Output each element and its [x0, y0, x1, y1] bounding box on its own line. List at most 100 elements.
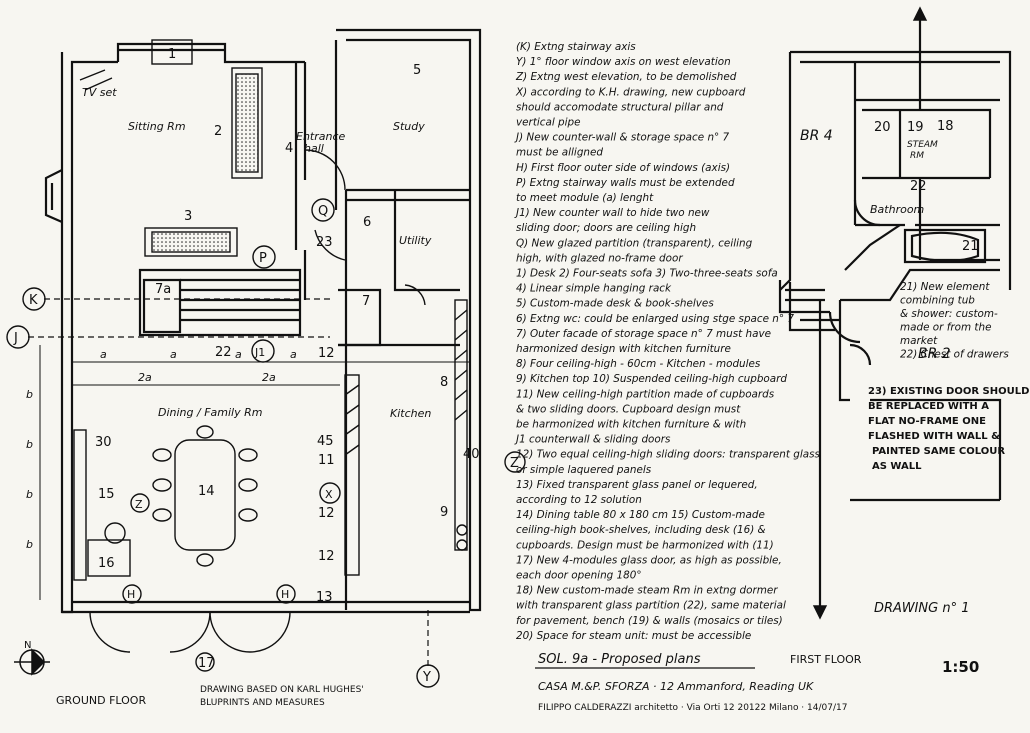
num-7: 7: [362, 294, 370, 309]
ground-floor-walls: [44, 28, 482, 614]
note-line: harmonized design with kitchen furniture: [516, 343, 731, 355]
note-line: for pavement, bench (19) & walls (mosaic…: [516, 615, 783, 627]
note-line: & two sliding doors. Cupboard design mus…: [516, 403, 741, 415]
axis-lines: [28, 298, 429, 668]
dimension-lines: [39, 345, 470, 600]
num-21: 21: [962, 239, 979, 254]
num-30: 30: [95, 435, 112, 450]
note-line: Z) Extng west elevation, to be demolishe…: [515, 71, 737, 83]
label-hall: hall: [304, 142, 324, 155]
label-br4: BR 4: [800, 128, 833, 144]
scale: 1:50: [942, 658, 979, 676]
num-15: 15: [98, 487, 115, 502]
num-12b: 12: [318, 506, 335, 521]
note-line: FLASHED WITH WALL &: [868, 431, 1000, 442]
num-11: 11: [318, 453, 335, 468]
note-line: BE REPLACED WITH A: [868, 401, 989, 412]
dim-a-2: a: [170, 348, 177, 361]
note-line: 12) Two equal ceiling-high sliding doors…: [516, 449, 821, 461]
num-45: 45: [317, 434, 334, 449]
address: CASA M.&P. SFORZA · 12 Ammanford, Readin…: [538, 680, 814, 693]
note-line: 14) Dining table 80 x 180 cm 15) Custom-…: [516, 509, 765, 521]
item-numbers: 1 2 3 4 5 6 7 7a 8 9 11 12 12 12 13 14 1…: [95, 47, 979, 671]
note-line: 17) New 4-modules glass door, as high as…: [516, 554, 782, 566]
note-line: ceiling-high book-shelves, including des…: [516, 524, 766, 536]
note-line: J) New counter-wall & storage space n° 7: [514, 132, 730, 144]
axis-p: P: [259, 251, 267, 266]
note-line: J1 counterwall & sliding doors: [514, 434, 671, 446]
axis-k: K: [29, 293, 38, 308]
dim-b-1: b: [26, 388, 33, 401]
note-line: J1) New counter wall to hide two new: [514, 207, 710, 219]
note-line: each door opening 180°: [516, 570, 642, 582]
based-on-line-2: BLUPRINTS AND MEASURES: [200, 698, 325, 708]
label-steam: STEAM: [907, 140, 938, 150]
note-line: 7) Outer facade of storage space n° 7 mu…: [516, 328, 771, 340]
architect-credit: FILIPPO CALDERAZZI architetto · Via Orti…: [538, 703, 847, 713]
num-23: 23: [316, 235, 333, 250]
note-line: 9) Kitchen top 10) Suspended ceiling-hig…: [516, 373, 787, 385]
axis-h-1: H: [127, 588, 135, 601]
note-line: should accomodate structural pillar and: [516, 101, 724, 113]
note-line: must be alligned: [516, 147, 603, 159]
notes-main: (K) Extng stairway axis Y) 1° floor windo…: [514, 41, 821, 642]
dim-b-2: b: [26, 438, 33, 451]
label-sitting-room: Sitting Rm: [128, 120, 186, 133]
axis-markers: [6, 198, 526, 688]
num-4: 4: [285, 141, 293, 156]
note-line: cupboards. Design must be harmonized wit…: [516, 539, 774, 551]
note-line: made or from the: [900, 322, 991, 334]
num-7a: 7a: [155, 282, 171, 297]
axis-h-2: H: [281, 588, 289, 601]
north-arrow: [14, 648, 50, 676]
north-label: N: [24, 640, 31, 651]
note-line: 18) New custom-made steam Rm in extng do…: [516, 585, 778, 597]
num-8: 8: [440, 375, 448, 390]
note-line: high, with glazed no-frame door: [516, 252, 683, 264]
num-2: 2: [214, 124, 222, 139]
sitting-furniture: [73, 39, 468, 653]
note-line: 8) Four ceiling-high - 60cm - Kitchen - …: [516, 358, 761, 370]
label-br2: BR 2: [918, 346, 951, 362]
first-floor-label: FIRST FLOOR: [790, 653, 862, 666]
title-block: DRAWING n° 1 1:50 SOL. 9a - Proposed pla…: [56, 601, 979, 713]
num-12c: 12: [318, 549, 335, 564]
label-utility: Utility: [399, 234, 432, 247]
dim-2a-2: 2a: [262, 371, 276, 384]
label-dining: Dining / Family Rm: [158, 406, 262, 419]
num-14: 14: [198, 484, 215, 499]
note-line: be harmonized with kitchen furniture & w…: [516, 419, 746, 431]
label-kitchen: Kitchen: [390, 407, 431, 420]
note-line: 21) New element: [900, 281, 990, 293]
note-line: 20) Space for steam unit: must be access…: [516, 630, 751, 642]
note-line: Q) New glazed partition (transparent), c…: [516, 237, 753, 249]
num-18: 18: [937, 119, 954, 134]
note-line: or simple laquered panels: [516, 464, 652, 476]
dim-a-4: a: [290, 348, 297, 361]
first-floor-markers: [812, 6, 928, 620]
note-line: 5) Custom-made desk & book-shelves: [516, 298, 714, 310]
note-line: 4) Linear simple hanging rack: [516, 283, 672, 295]
note-line: with transparent glass partition (22), s…: [516, 600, 786, 612]
dim-a-1: a: [100, 348, 107, 361]
num-22a: 22: [910, 179, 927, 194]
note-line: 6) Extng wc: could be enlarged using stg…: [516, 313, 794, 325]
label-tv: TV set: [82, 86, 117, 99]
num-17: 17: [198, 656, 215, 671]
num-5: 5: [413, 63, 421, 78]
num-12a: 12: [318, 346, 335, 361]
label-study: Study: [393, 120, 425, 133]
note-line: Y) 1° floor window axis on west elevatio…: [516, 56, 731, 68]
ground-floor-label: GROUND FLOOR: [56, 694, 146, 707]
note-line: PAINTED SAME COLOUR: [872, 446, 1005, 457]
label-steam-rm: RM: [910, 151, 924, 161]
num-20: 20: [874, 120, 891, 135]
num-9: 9: [440, 505, 448, 520]
note-line: sliding door; doors are ceiling high: [516, 222, 696, 234]
note-line: H) First floor outer side of windows (ax…: [516, 162, 730, 174]
note-line: (K) Extng stairway axis: [516, 41, 636, 53]
label-bathroom: Bathroom: [870, 203, 924, 216]
note-line: AS WALL: [872, 461, 922, 472]
